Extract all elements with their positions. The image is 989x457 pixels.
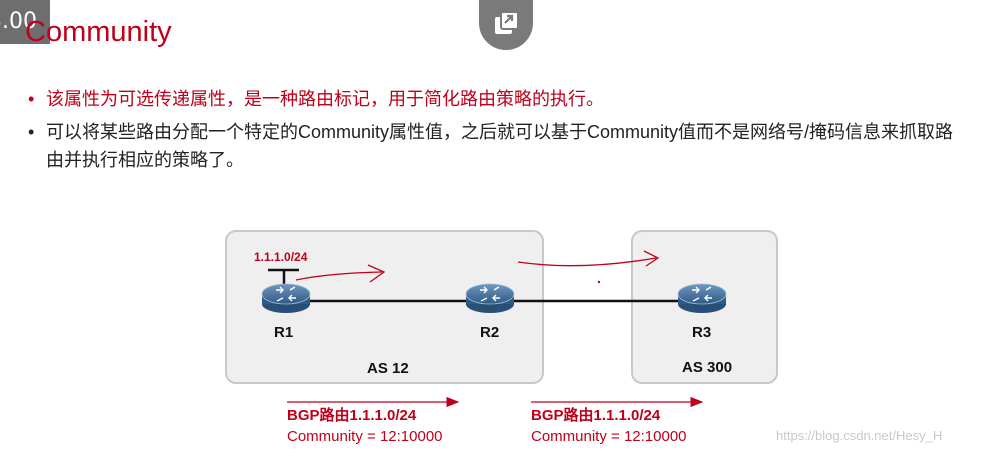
annotation-route-1: BGP路由1.1.1.0/24 [287, 406, 417, 424]
annotation-dot [597, 280, 601, 284]
router-label-r1: R1 [274, 324, 293, 341]
slide-title: Community [25, 16, 172, 48]
watermark: https://blog.csdn.net/Hesy_H [776, 428, 943, 443]
bullet-text-1: 该属性为可选传递属性，是一种路由标记，用于简化路由策略的执行。 [46, 89, 604, 109]
router-r1-icon [261, 283, 311, 313]
propagation-arrow-2 [517, 257, 657, 267]
annotation-community-2: Community = 12:10000 [531, 428, 687, 445]
bullet-dot: • [28, 122, 35, 142]
timestamp-text: 3.00 [0, 9, 37, 34]
propagation-arrow-1-head [367, 264, 386, 283]
propagation-arrow-1 [295, 271, 383, 281]
bullet-text-2: 可以将某些路由分配一个特定的Community属性值，之后就可以基于Commun… [46, 122, 954, 170]
router-label-r2: R2 [480, 324, 499, 341]
annotation-community-1: Community = 12:10000 [287, 428, 443, 445]
router-r3-icon [677, 283, 727, 313]
timestamp-badge: 3.00 [0, 0, 50, 44]
prefix-label: 1.1.1.0/24 [254, 250, 308, 264]
copy-icon [495, 11, 519, 34]
as12-box [225, 230, 544, 384]
as-label-300: AS 300 [682, 359, 732, 376]
annotation-route-2: BGP路由1.1.1.0/24 [531, 406, 661, 424]
as-label-12: AS 12 [367, 360, 409, 377]
propagation-arrow-2-head [643, 250, 660, 267]
bullet-dot: • [28, 89, 35, 109]
router-r2-icon [465, 283, 515, 313]
router-label-r3: R3 [692, 324, 711, 341]
copy-button[interactable] [479, 0, 533, 50]
